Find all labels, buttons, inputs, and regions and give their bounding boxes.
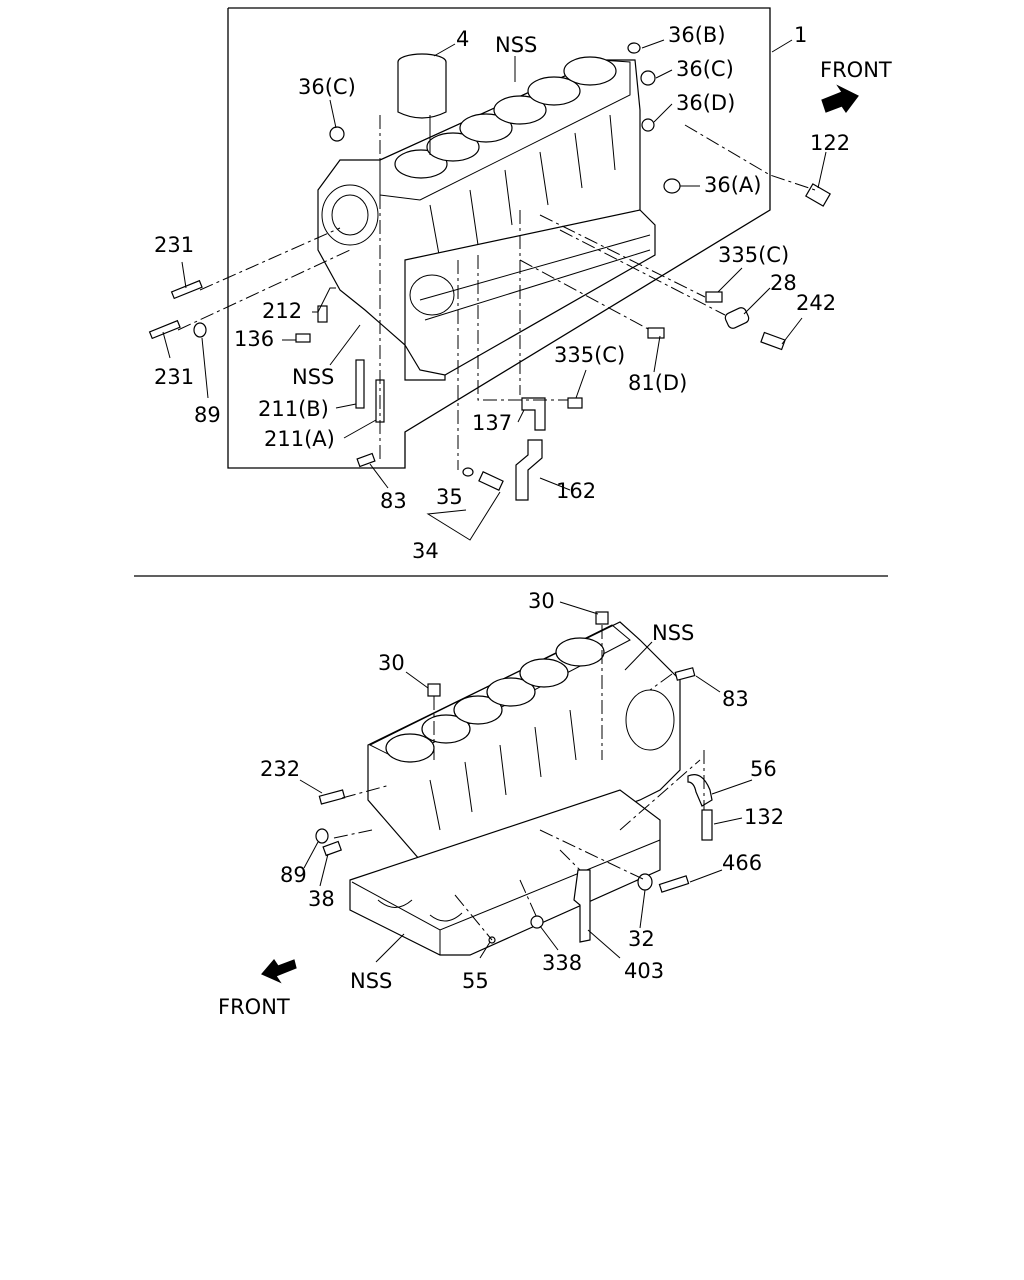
stud-231-lower: [148, 319, 181, 340]
callout-nss-bottom: NSS: [350, 969, 392, 993]
elbow-137: [521, 397, 546, 431]
callout-1: 1: [794, 23, 807, 47]
bolt-242: [760, 331, 786, 351]
callout-231-lower: 231: [154, 365, 194, 389]
cylinder-liner: [397, 53, 447, 155]
plug-36a: [663, 178, 681, 194]
callout-211b: 211(B): [258, 397, 329, 421]
callout-nss-upper: NSS: [652, 621, 694, 645]
callout-162: 162: [556, 479, 596, 503]
plug-30-left: [427, 683, 441, 697]
callout-211a: 211(A): [264, 427, 335, 451]
bracket-403: [573, 869, 591, 943]
callout-36a: 36(A): [704, 173, 761, 197]
callout-36c-right: 36(C): [676, 57, 734, 81]
callout-403: 403: [624, 959, 664, 983]
plug-89-bottom: [315, 828, 329, 844]
pin-212: [317, 305, 328, 323]
callout-nss-left: NSS: [292, 365, 334, 389]
callout-36c-left: 36(C): [298, 75, 356, 99]
callout-28: 28: [770, 271, 797, 295]
callout-137: 137: [472, 411, 512, 435]
bolt-211b: [355, 359, 365, 409]
gasket-28: [724, 307, 750, 329]
callout-34: 34: [412, 539, 439, 563]
callout-335c-lower: 335(C): [554, 343, 625, 367]
callout-231-upper: 231: [154, 233, 194, 257]
callout-30-top: 30: [528, 589, 555, 613]
plug-36c-left: [329, 126, 345, 142]
cylinder-block-upper: [317, 56, 656, 381]
plug-36c-right: [640, 70, 656, 86]
bolt-466: [658, 875, 690, 893]
plug-36b: [627, 42, 641, 54]
front-arrow-icon: [821, 84, 859, 114]
callout-83-bottom: 83: [722, 687, 749, 711]
front-label-bottom: FRONT: [218, 995, 290, 1019]
callout-89-top: 89: [194, 403, 221, 427]
plug-30-top: [595, 611, 609, 625]
callout-55: 55: [462, 969, 489, 993]
plug-89-top: [193, 322, 207, 338]
callout-132: 132: [744, 805, 784, 829]
callout-338: 338: [542, 951, 582, 975]
callout-81d: 81(D): [628, 371, 687, 395]
callout-30-left: 30: [378, 651, 405, 675]
plug-36d: [641, 118, 655, 132]
bottom-exploded-view: 30 NSS 30 83 232 56 132 89 38 466 32 338…: [218, 589, 784, 1019]
callout-83-top: 83: [380, 489, 407, 513]
bolt-335c-lower: [567, 397, 583, 409]
pipe-162: [515, 439, 543, 501]
callout-38: 38: [308, 887, 335, 911]
callout-nss-top: NSS: [495, 33, 537, 57]
callout-35: 35: [436, 485, 463, 509]
plug-338: [530, 915, 544, 929]
callout-32: 32: [628, 927, 655, 951]
plug-32: [637, 873, 653, 891]
pin-38: [322, 840, 342, 857]
callout-136: 136: [234, 327, 274, 351]
pin-83-bottom: [674, 667, 696, 681]
pin-83-top: [356, 452, 376, 468]
callout-466: 466: [722, 851, 762, 875]
callout-212: 212: [262, 299, 302, 323]
assembly-frame: [227, 7, 771, 469]
bolt-335c-upper: [705, 291, 723, 303]
callout-232: 232: [260, 757, 300, 781]
callout-56: 56: [750, 757, 777, 781]
front-label-top: FRONT: [820, 58, 892, 82]
oring-35: [462, 467, 474, 477]
callout-89-bottom: 89: [280, 863, 307, 887]
connector-34: [478, 471, 504, 491]
callout-36d: 36(D): [676, 91, 735, 115]
jet-56: [687, 774, 713, 807]
bolt-122: [805, 183, 831, 207]
stud-232: [318, 789, 346, 805]
stud-231-upper: [170, 279, 203, 300]
top-exploded-view: 1 4 NSS 36(B) 36(C) 36(D) 36(C) 36(A) 12…: [148, 7, 892, 563]
elbow-81d: [647, 327, 665, 339]
callout-122: 122: [810, 131, 850, 155]
callout-36b: 36(B): [668, 23, 726, 47]
callout-4: 4: [456, 27, 469, 51]
crankcase-bedplate: [349, 789, 661, 956]
pin-136: [295, 333, 311, 343]
callout-335c-upper: 335(C): [718, 243, 789, 267]
bolt-132: [701, 809, 713, 841]
callout-242: 242: [796, 291, 836, 315]
front-arrow-icon: [261, 959, 297, 984]
